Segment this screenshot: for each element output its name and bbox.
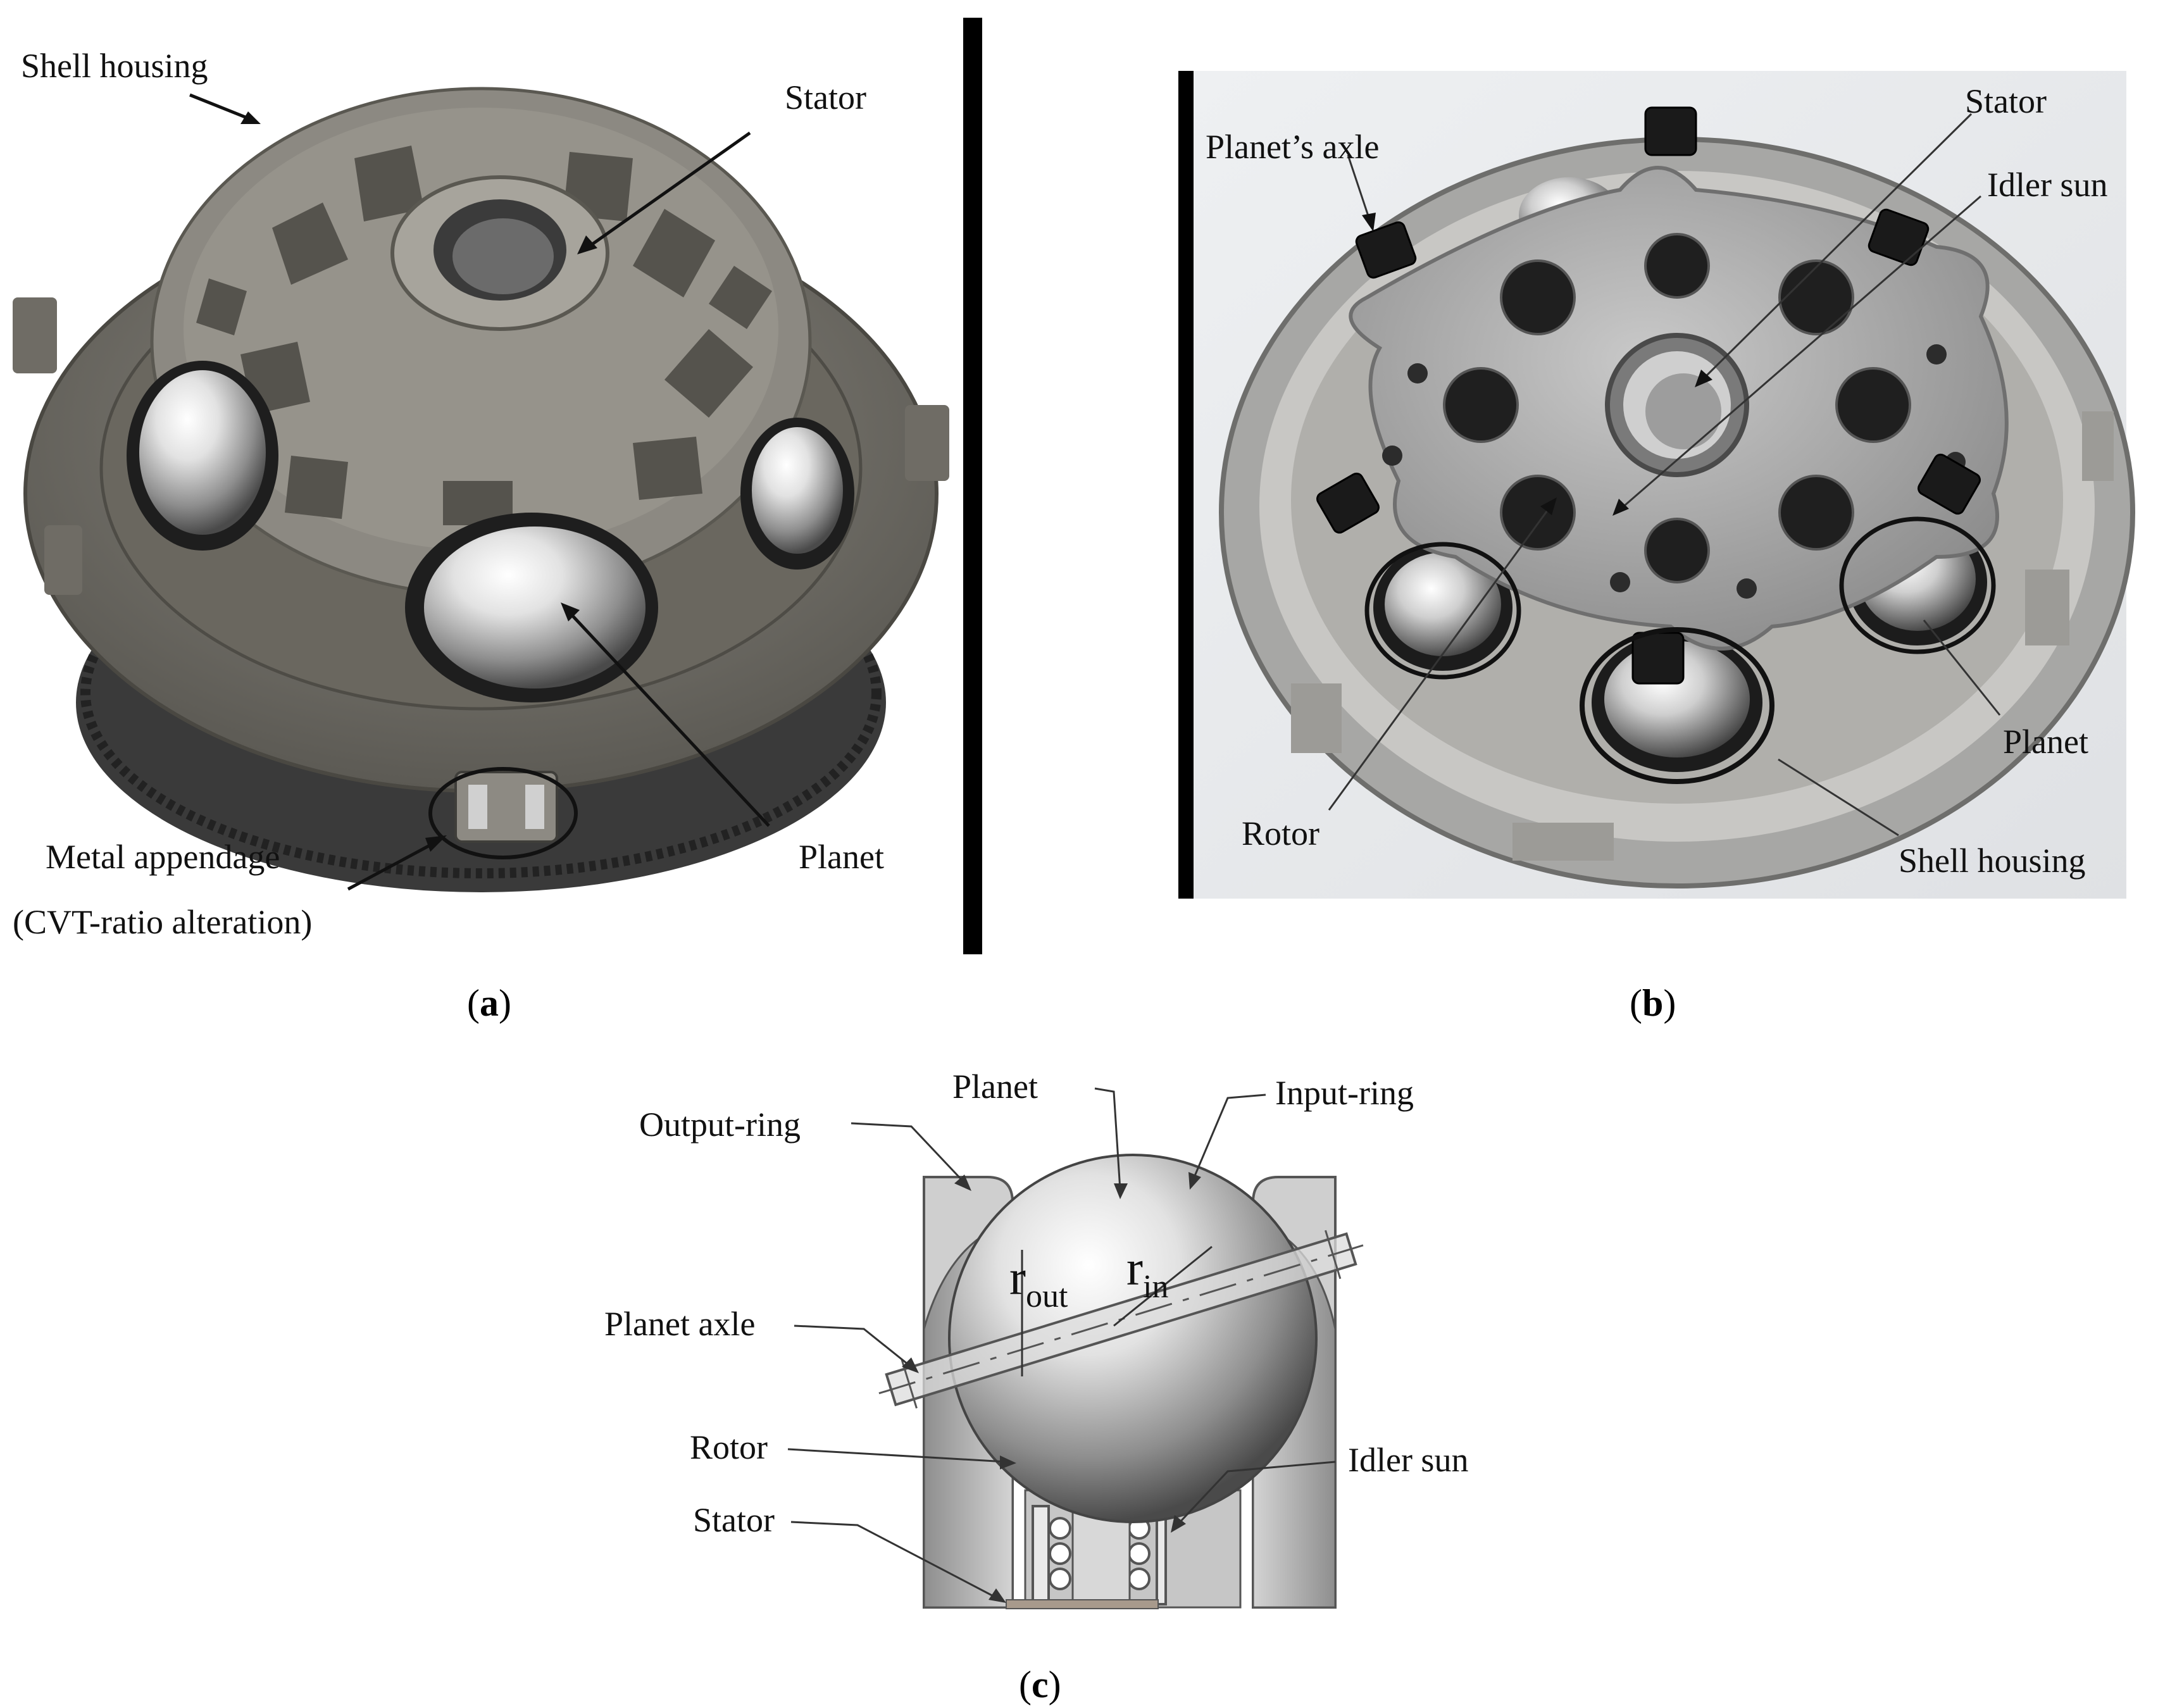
leader-planet-b xyxy=(1923,620,2001,716)
label-planet-a: Planet xyxy=(799,838,884,876)
leader-planet-c xyxy=(1094,1087,1121,1190)
panel-b: Planet’s axle Stator Idler sun Planet Ro… xyxy=(1178,71,2135,1024)
label-stator-b: Stator xyxy=(1965,82,2047,120)
leader-planet-axle xyxy=(794,1325,912,1368)
panel-a: Shell housing Stator Planet Metal append… xyxy=(13,47,949,1024)
symbol-r-out-sub: out xyxy=(1026,1278,1068,1314)
caption-a: (a) xyxy=(467,982,511,1024)
panel-divider xyxy=(963,18,982,954)
caption-a-letter: a xyxy=(480,982,499,1024)
r-in-line xyxy=(1113,1245,1213,1327)
label-shell-housing-b: Shell housing xyxy=(1899,842,2086,880)
symbol-r-in-base: r xyxy=(1126,1240,1143,1295)
label-planet-b: Planet xyxy=(2003,723,2088,761)
cross-section-diagram xyxy=(878,1154,1364,1609)
leader-planets-axle xyxy=(1347,154,1371,222)
label-stator-c: Stator xyxy=(693,1501,775,1539)
leader-shell-housing-a xyxy=(189,93,251,121)
label-rotor-c: Rotor xyxy=(690,1428,768,1466)
cvt-assembly-photo-b xyxy=(1219,106,2135,888)
label-cvt-ratio: (CVT-ratio alteration) xyxy=(13,903,312,941)
label-planet-axle: Planet axle xyxy=(604,1305,755,1343)
caption-c: (c) xyxy=(1019,1664,1061,1705)
leader-stator-c xyxy=(790,1521,997,1599)
caption-b-letter: b xyxy=(1642,982,1663,1024)
symbol-r-out-base: r xyxy=(1009,1250,1026,1305)
label-metal-appendage: Metal appendage xyxy=(46,838,280,876)
symbol-r-out: rout xyxy=(1009,1250,1068,1314)
label-idler-sun-b: Idler sun xyxy=(1987,166,2107,204)
label-input-ring: Input-ring xyxy=(1275,1074,1414,1112)
caption-c-letter: c xyxy=(1032,1664,1049,1705)
leader-rotor-c xyxy=(787,1448,1007,1463)
leader-rotor-b xyxy=(1328,506,1552,811)
label-output-ring: Output-ring xyxy=(639,1106,801,1144)
leader-output-ring xyxy=(851,1122,966,1185)
appendage-highlight-circle xyxy=(428,767,578,859)
label-idler-sun-c: Idler sun xyxy=(1348,1441,1468,1479)
leader-stator-a xyxy=(587,131,751,249)
label-rotor-b: Rotor xyxy=(1242,814,1319,852)
leader-input-ring xyxy=(1192,1094,1266,1181)
leader-metal-appendage xyxy=(347,840,438,891)
planet-ball xyxy=(948,1154,1318,1523)
cvt-assembly-photo-a xyxy=(13,87,949,892)
label-stator-a: Stator xyxy=(785,78,866,116)
leader-shell-housing-b xyxy=(1778,758,1899,837)
leader-planet-a xyxy=(568,611,770,827)
leader-idler-sun-b xyxy=(1619,195,1981,511)
leader-stator-b xyxy=(1701,113,1973,381)
photo-b-left-bar xyxy=(1178,71,1194,899)
label-planet-c: Planet xyxy=(952,1068,1038,1106)
label-planets-axle: Planet’s axle xyxy=(1206,128,1379,166)
leader-idler-sun-c xyxy=(1176,1461,1336,1526)
stator-base xyxy=(1006,1599,1159,1609)
symbol-r-in: rin xyxy=(1126,1240,1168,1305)
label-shell-housing-a: Shell housing xyxy=(21,47,208,85)
symbol-r-in-sub: in xyxy=(1143,1269,1168,1305)
panel-c: Planet Output-ring Input-ring Planet axl… xyxy=(604,1068,1468,1705)
caption-b: (b) xyxy=(1630,982,1676,1024)
